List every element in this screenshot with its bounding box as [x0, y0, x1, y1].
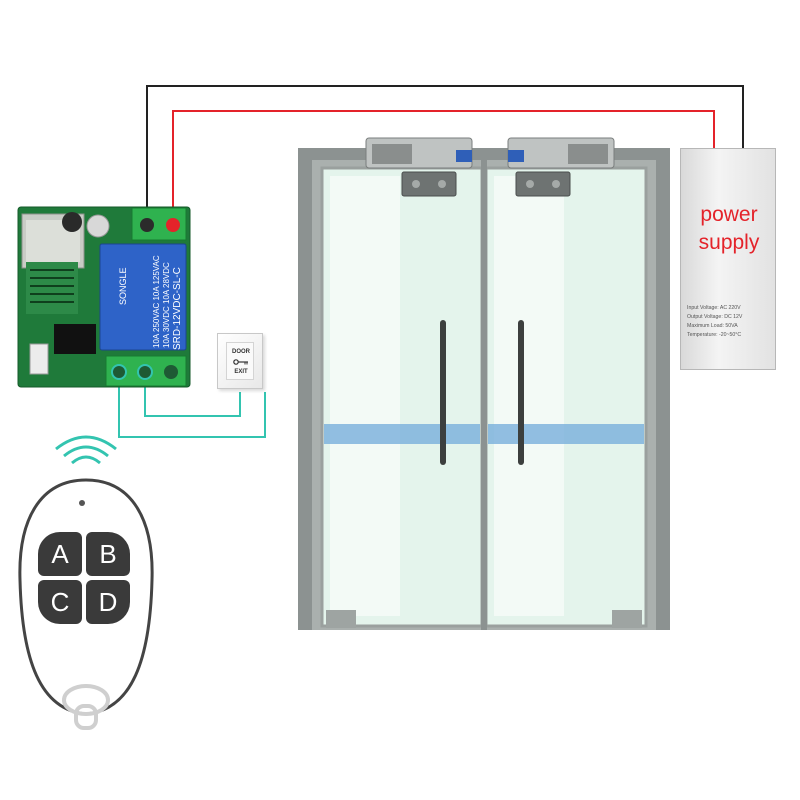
exit-button-face: DOOR EXIT — [226, 342, 254, 380]
terminal-screw — [111, 364, 127, 380]
relay-receiver-board — [17, 206, 191, 388]
right-glass-glare — [494, 176, 564, 616]
relay-rating-2: 10A 30VDC 10A 28VDC — [162, 262, 171, 348]
remote-button-c: C — [38, 580, 82, 624]
double-glass-door — [298, 148, 670, 630]
door-exit-switch: DOOR EXIT — [217, 333, 263, 389]
spec-input-voltage: Input Voltage: AC 220V — [687, 305, 741, 311]
right-bottom-patch — [612, 610, 642, 628]
terminal-screw — [164, 365, 178, 379]
spec-output-voltage: Output Voltage: DC 12V — [687, 314, 743, 320]
relay-model-text: SRD-12VDC-SL-C — [172, 267, 183, 350]
remote-button-a: A — [38, 532, 82, 576]
remote-button-b: B — [86, 532, 130, 576]
frosted-band-left — [324, 424, 480, 444]
relay-rating-1: 10A 250VAC 10A 125VAC — [152, 255, 161, 348]
key-icon — [233, 359, 248, 365]
left-door-handle — [440, 320, 446, 465]
power-supply-label-2: supply — [698, 231, 760, 254]
black-ground-wire — [146, 85, 744, 225]
left-bottom-patch — [326, 610, 356, 628]
relay-brand-text: SONGLE — [118, 267, 128, 305]
terminal-screw — [166, 218, 180, 232]
exit-switch-exit-text: EXIT — [234, 369, 248, 375]
remote-button-d: D — [86, 580, 130, 624]
left-glass-glare — [330, 176, 400, 616]
red-power-wire — [172, 110, 715, 225]
antenna-coil — [26, 262, 78, 314]
terminal-screw — [137, 364, 153, 380]
door-center-divider — [481, 160, 487, 630]
terminal-screw — [140, 218, 154, 232]
spec-temperature: Temperature: -20~50°C — [687, 332, 742, 338]
power-supply-label-1: power — [700, 203, 758, 226]
frosted-band-right — [488, 424, 644, 444]
spec-maximum-load: Maximum Load: 50VA — [687, 323, 738, 329]
power-supply-specs: Input Voltage: AC 220V Output Voltage: D… — [687, 304, 775, 340]
signal-wire-inner — [144, 372, 241, 417]
signal-wire-outer — [118, 372, 266, 438]
wireless-signal-icon — [71, 455, 101, 465]
remote-led — [79, 500, 85, 506]
right-magnetic-lock — [507, 137, 615, 197]
relay — [99, 243, 187, 351]
power-supply-box: power supply Input Voltage: AC 220V Outp… — [680, 148, 776, 370]
keyring-loop — [62, 684, 110, 716]
right-door-handle — [518, 320, 524, 465]
exit-switch-door-text: DOOR — [232, 349, 250, 355]
left-magnetic-lock — [365, 137, 473, 197]
